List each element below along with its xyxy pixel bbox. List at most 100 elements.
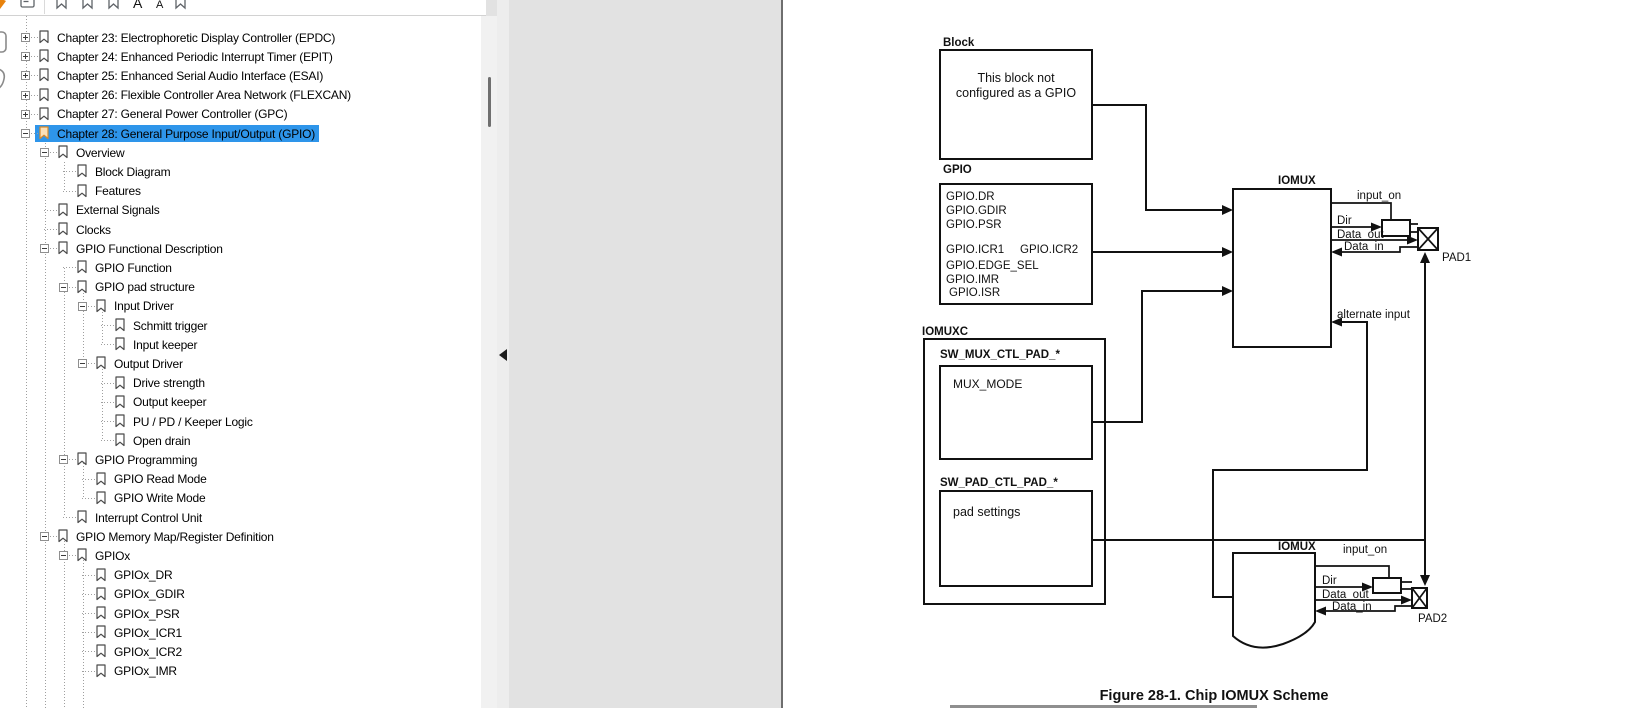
- tree-guide-stub: [63, 555, 77, 557]
- panel-options-icon[interactable]: [20, 0, 37, 11]
- bookmark-tree-item[interactable]: PU / PD / Keeper Logic: [0, 412, 481, 431]
- bookmarks-scrollbar-thumb[interactable]: [488, 77, 491, 127]
- tree-guide-stub: [101, 382, 115, 384]
- bookmark-tree-item[interactable]: GPIO pad structure: [0, 278, 481, 297]
- bookmark-prev-icon[interactable]: [54, 0, 71, 11]
- bookmark-tree-item[interactable]: GPIOx: [0, 546, 481, 565]
- tree-guide-stub: [63, 171, 77, 173]
- bookmark-item-label: Chapter 24: Enhanced Periodic Interrupt …: [57, 49, 333, 64]
- bookmark-tree-item[interactable]: GPIOx_DR: [0, 566, 481, 585]
- collapse-toggle[interactable]: [40, 532, 49, 542]
- bookmark-tree-item[interactable]: GPIO Programming: [0, 450, 481, 469]
- expand-toggle[interactable]: [21, 71, 30, 81]
- gpio-reg: GPIO.EDGE_SEL: [946, 260, 1039, 272]
- collapse-toggle[interactable]: [59, 455, 68, 465]
- collapse-toggle[interactable]: [40, 148, 49, 158]
- data-out-label: Data_out: [1337, 229, 1384, 241]
- bookmark-tree-item[interactable]: GPIO Function: [0, 258, 481, 277]
- bookmark-item-label: GPIOx_IMR: [114, 664, 177, 679]
- bookmark-tree-item[interactable]: Chapter 26: Flexible Controller Area Net…: [0, 86, 481, 105]
- text-smaller-icon[interactable]: A: [153, 0, 170, 11]
- expand-toggle[interactable]: [21, 33, 30, 42]
- bookmark-tree-item[interactable]: Overview: [0, 143, 481, 162]
- bookmark-icon: [77, 183, 87, 197]
- gpio-reg: GPIO.PSR: [946, 219, 1002, 231]
- bookmark-tree-item[interactable]: GPIO Read Mode: [0, 470, 481, 489]
- bookmark-tree-item[interactable]: Interrupt Control Unit: [0, 508, 481, 527]
- input-on-label: input_on: [1357, 190, 1401, 202]
- collapse-toggle[interactable]: [40, 244, 49, 254]
- bookmark-icon: [39, 126, 49, 140]
- bookmark-tree-item[interactable]: Drive strength: [0, 374, 481, 393]
- bookmark-tree-item[interactable]: Chapter 28: General Purpose Input/Output…: [0, 124, 481, 143]
- iomuxc-title: IOMUXC: [922, 326, 968, 338]
- pad-settings-text: pad settings: [953, 505, 1020, 519]
- bookmark-tree-item[interactable]: GPIO Write Mode: [0, 489, 481, 508]
- tree-guide-stub: [44, 536, 58, 538]
- bookmark-tree-item[interactable]: GPIO Memory Map/Register Definition: [0, 527, 481, 546]
- tree-guide-line: [63, 162, 65, 191]
- collapse-toggle[interactable]: [78, 359, 87, 369]
- bookmark-tree-item[interactable]: Schmitt trigger: [0, 316, 481, 335]
- bookmark-item-label: GPIOx_PSR: [114, 606, 180, 621]
- bookmarks-panel: Chapter 23: Electrophoretic Display Cont…: [0, 0, 481, 708]
- bookmark-tree-item[interactable]: Input keeper: [0, 335, 481, 354]
- tree-guide-stub: [82, 613, 96, 614]
- bookmark-tree-item[interactable]: Features: [0, 182, 481, 201]
- bookmark-tree-item[interactable]: GPIOx_ICR1: [0, 623, 481, 642]
- bookmark-icon: [115, 337, 125, 351]
- bookmark-tree-item[interactable]: Clocks: [0, 220, 481, 239]
- bookmark-next-icon[interactable]: [106, 0, 123, 11]
- bookmark-tree-item[interactable]: Output Driver: [0, 354, 481, 373]
- bookmark-item-label: GPIOx_ICR1: [114, 625, 183, 640]
- collapse-toggle[interactable]: [21, 129, 30, 138]
- bookmark-plain-icon[interactable]: [80, 0, 97, 11]
- bookmark-tree-item[interactable]: Chapter 23: Electrophoretic Display Cont…: [0, 28, 481, 47]
- bookmark-item-label: Block Diagram: [95, 164, 171, 179]
- bookmark-icon: [77, 452, 87, 466]
- expand-toggle[interactable]: [21, 52, 30, 62]
- tree-guide-line: [63, 268, 65, 517]
- bookmark-tree-item[interactable]: Chapter 24: Enhanced Periodic Interrupt …: [0, 47, 481, 66]
- expand-toggle[interactable]: [21, 109, 30, 119]
- block-text: configured as a GPIO: [956, 86, 1076, 100]
- svg-text:A: A: [133, 0, 143, 11]
- collapse-toggle[interactable]: [59, 282, 68, 292]
- bookmark-tree-item[interactable]: GPIOx_ICR2: [0, 642, 481, 661]
- attachments-panel-icon[interactable]: [0, 30, 9, 54]
- tree-guide-stub: [44, 248, 58, 250]
- bookmark-icon: [115, 395, 125, 408]
- bookmark-icon: [96, 491, 106, 504]
- bookmark-tree-item[interactable]: GPIOx_PSR: [0, 604, 481, 623]
- active-tool-icon[interactable]: [0, 0, 12, 11]
- collapse-toggle[interactable]: [78, 301, 87, 311]
- bookmark-tree-item[interactable]: Chapter 25: Enhanced Serial Audio Interf…: [0, 66, 481, 85]
- collapse-panel-arrow[interactable]: [499, 349, 507, 361]
- layers-panel-icon[interactable]: [0, 66, 8, 92]
- bookmark-icon: [96, 644, 106, 658]
- text-larger-icon[interactable]: A: [131, 0, 148, 11]
- bookmark-tree-item[interactable]: Output keeper: [0, 393, 481, 412]
- bookmark-tree-item[interactable]: Open drain: [0, 431, 481, 450]
- bookmark-tree-item[interactable]: GPIOx_IMR: [0, 662, 481, 681]
- alternate-input-label: alternate input: [1337, 309, 1411, 321]
- gpio-title: GPIO: [943, 164, 972, 176]
- bookmark-item-label: Output keeper: [133, 395, 207, 410]
- bookmark-tree-item[interactable]: Chapter 27: General Power Controller (GP…: [0, 105, 481, 124]
- expand-toggle[interactable]: [21, 90, 30, 100]
- bookmark-tree-item[interactable]: Block Diagram: [0, 162, 481, 181]
- bookmark-tree-item[interactable]: GPIO Functional Description: [0, 239, 481, 258]
- bookmark-sync-icon[interactable]: [173, 0, 190, 11]
- collapse-toggle[interactable]: [59, 551, 68, 561]
- bookmarks-scrollbar-track[interactable]: [481, 16, 497, 708]
- gpio-reg: GPIO.IMR: [946, 274, 999, 286]
- bookmark-item-label: GPIOx_DR: [114, 568, 173, 583]
- bookmark-tree-item[interactable]: Input Driver: [0, 297, 481, 316]
- bookmark-tree-item[interactable]: External Signals: [0, 201, 481, 220]
- bookmark-item-label: GPIO Read Mode: [114, 472, 207, 487]
- bookmark-tree-item[interactable]: GPIOx_GDIR: [0, 585, 481, 604]
- bookmark-item-label: Clocks: [76, 222, 111, 237]
- tree-guide-line: [101, 312, 103, 345]
